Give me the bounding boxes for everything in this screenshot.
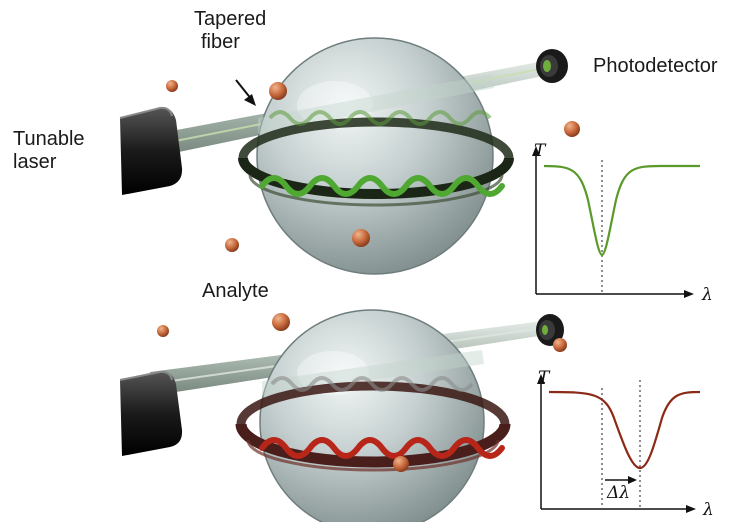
- top-plot-y-label: T: [534, 141, 547, 161]
- analyte-particle: [553, 338, 567, 352]
- analyte-label: Analyte: [202, 280, 269, 302]
- bottom-photodetector: [536, 314, 564, 346]
- top-tunable-laser: [119, 106, 183, 195]
- top-transmission-plot: T λ: [532, 141, 713, 305]
- wavelength-shift-label: Δλ: [606, 483, 630, 503]
- analyte-particle: [272, 313, 290, 331]
- bottom-plot-x-label: λ: [702, 500, 714, 520]
- top-microsphere: [256, 37, 494, 275]
- top-plot-x-label: λ: [701, 285, 713, 305]
- wavelength-shift-arrow: [605, 476, 637, 484]
- bottom-resonator-assembly: [119, 309, 567, 522]
- tapered-fiber-label-line1: Tapered: [194, 8, 267, 30]
- tapered-fiber-label: Tapered fiber: [194, 8, 266, 54]
- analyte-particle: [352, 229, 370, 247]
- top-transmission-curve: [543, 164, 700, 257]
- tunable-laser-label-line2: laser: [13, 151, 57, 173]
- tapered-fiber-pointer-arrow: [235, 79, 256, 106]
- bottom-plot-y-label: T: [538, 368, 551, 388]
- top-whispering-gallery-ring-front: [238, 157, 514, 199]
- bottom-tunable-laser: [119, 370, 183, 456]
- analyte-particle: [269, 82, 287, 100]
- tunable-laser-label-line1: Tunable: [13, 128, 85, 150]
- analyte-particle: [393, 456, 409, 472]
- top-resonator-assembly: [119, 37, 580, 275]
- tapered-fiber-label-line2: fiber: [201, 31, 240, 53]
- bottom-microsphere: [259, 309, 485, 522]
- bottom-transmission-curve: [548, 390, 701, 470]
- bottom-red-optical-mode: [259, 437, 505, 459]
- analyte-particle: [564, 121, 580, 137]
- top-green-optical-mode: [259, 175, 505, 197]
- tunable-laser-label: Tunable laser: [13, 128, 85, 174]
- bottom-whispering-gallery-ring-front: [235, 423, 511, 468]
- bottom-transmission-plot: Δλ T λ: [537, 368, 714, 520]
- analyte-particle: [166, 80, 178, 92]
- top-photodetector: [536, 49, 568, 83]
- analyte-particle: [157, 325, 169, 337]
- photodetector-label: Photodetector: [593, 55, 718, 77]
- analyte-particle: [225, 238, 239, 252]
